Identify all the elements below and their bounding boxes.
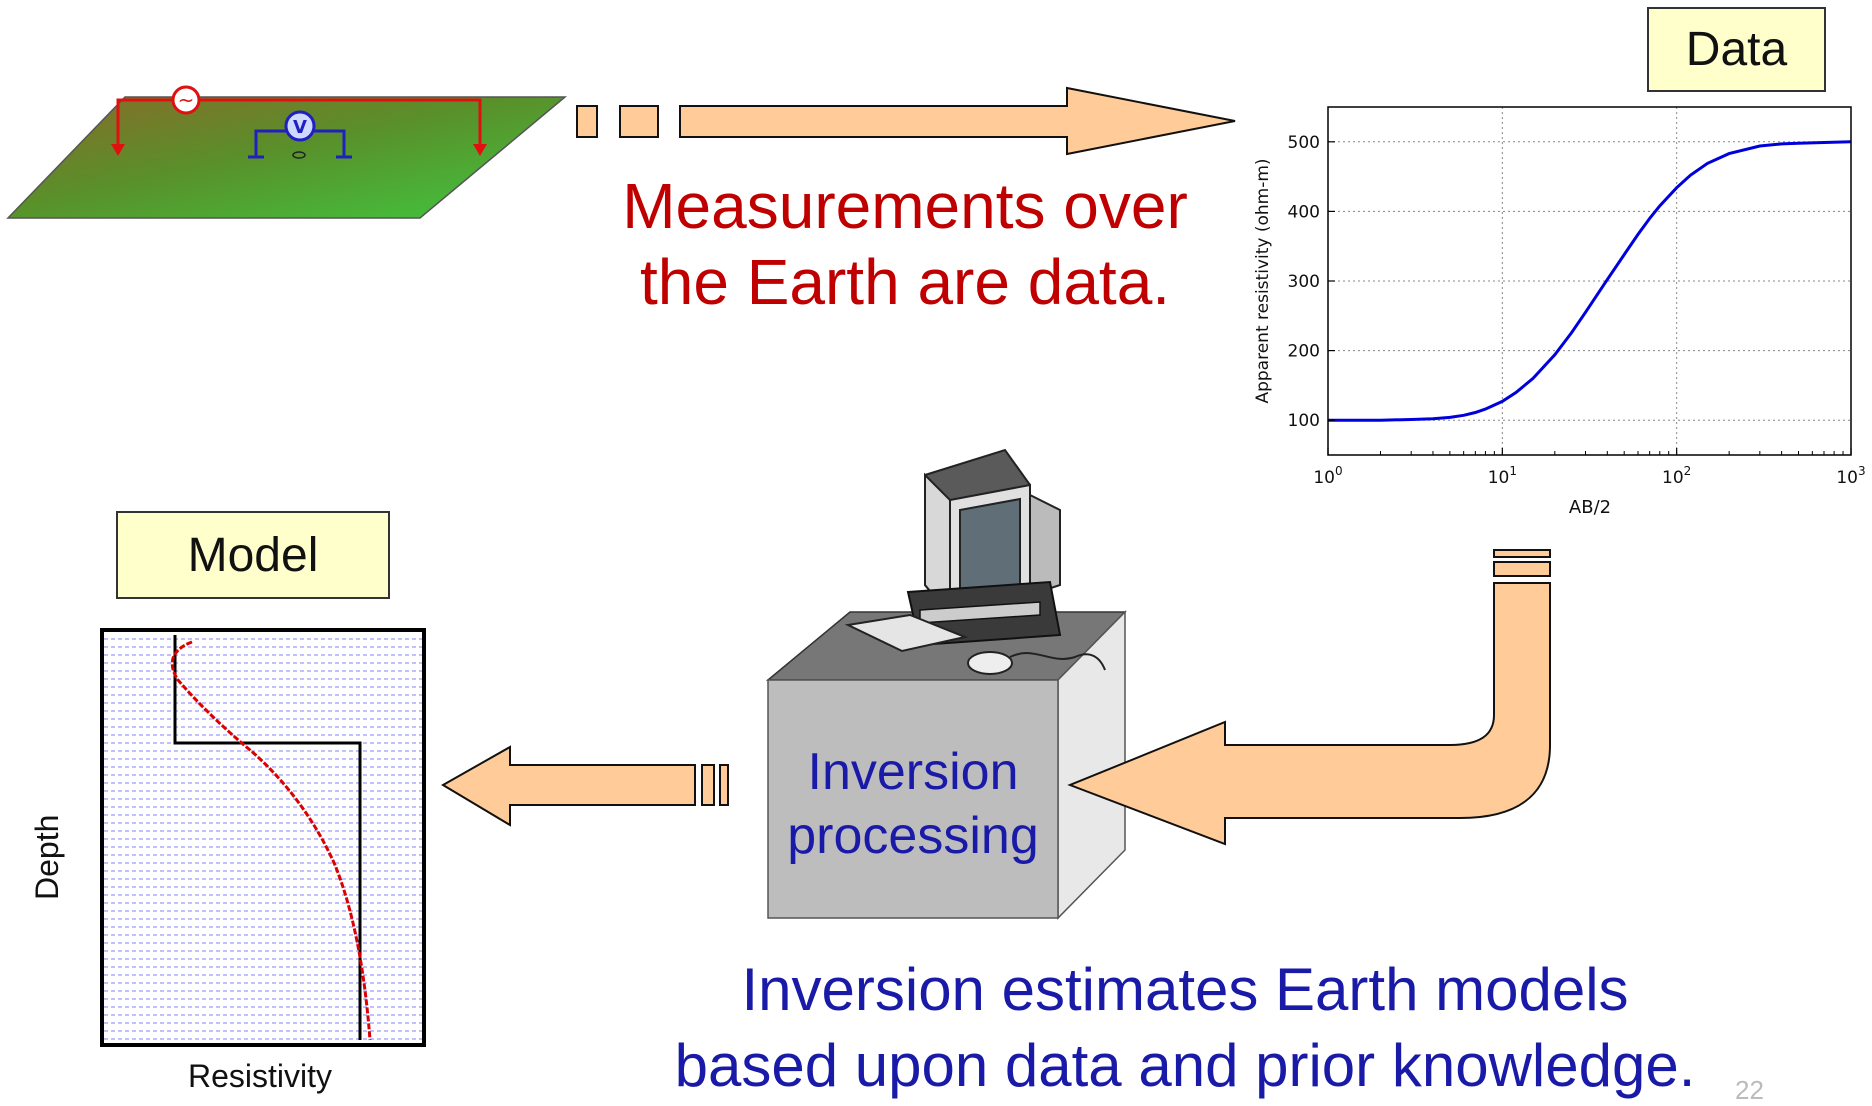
recovered-model-curve [170,640,372,1041]
chart-ylabel: Apparent resistivity (ohm-m) [1253,158,1273,403]
chart-xtick-label: 100 [1313,464,1342,488]
arrow-data-to-inversion [1067,549,1551,846]
measurements-caption-line2: the Earth are data. [639,246,1171,318]
resistivity-depth-model-plot [100,628,426,1047]
inversion-processing-label: Inversion processing [768,740,1058,868]
measurements-caption: Measurements over the Earth are data. [600,168,1210,320]
processing-box-front [767,679,1059,919]
inversion-caption-line1: Inversion estimates Earth models [741,956,1629,1023]
arrow-to-data [576,86,1236,156]
page-number: 22 [1735,1075,1764,1105]
voltmeter-symbol: V [293,117,307,138]
survey-plate-illustration: ~ V [6,85,568,219]
current-source-icon [171,85,201,115]
model-label: Model [187,528,319,582]
model-label-box: Model [116,511,390,599]
voltmeter-icon [284,110,316,142]
chart-series-line [1328,140,1852,422]
earth-surface-plate [6,96,568,219]
model-xlabel: Resistivity [187,1058,332,1094]
data-label-box: Data [1647,7,1826,92]
true-model-layers [173,635,362,1040]
chart-xlabel: AB/2 [1569,497,1611,518]
measurements-caption-line1: Measurements over [622,170,1188,242]
mouse-icon [967,651,1013,675]
inversion-caption-line2: based upon data and prior knowledge. [674,1032,1696,1099]
model-plot-frame [100,628,426,1047]
chart-xtick-label: 102 [1662,464,1691,488]
data-label: Data [1685,23,1788,76]
chart-ytick-label: 500 [1288,133,1320,153]
keyboard-icon [844,613,969,653]
computer-workstation-illustration [765,448,1127,920]
chart-ytick-label: 400 [1288,202,1320,222]
arrow-to-model [441,745,729,827]
current-circuit-wire [116,98,482,148]
current-source-symbol: ~ [178,88,195,112]
chart-ytick-label: 200 [1288,342,1320,362]
inversion-label-line1: Inversion [807,743,1019,801]
chart-xtick-label: 103 [1836,464,1865,488]
chart-ytick-label: 100 [1288,411,1320,431]
inversion-caption: Inversion estimates Earth models based u… [640,952,1730,1104]
chart-xtick-label: 101 [1488,464,1517,488]
inversion-label-line2: processing [787,807,1039,865]
model-ylabel: Depth [29,814,65,900]
apparent-resistivity-chart: 100 200 300 400 500 100 101 102 103 AB/2 Appare… [1253,106,1866,518]
chart-ytick-label: 300 [1288,272,1320,292]
